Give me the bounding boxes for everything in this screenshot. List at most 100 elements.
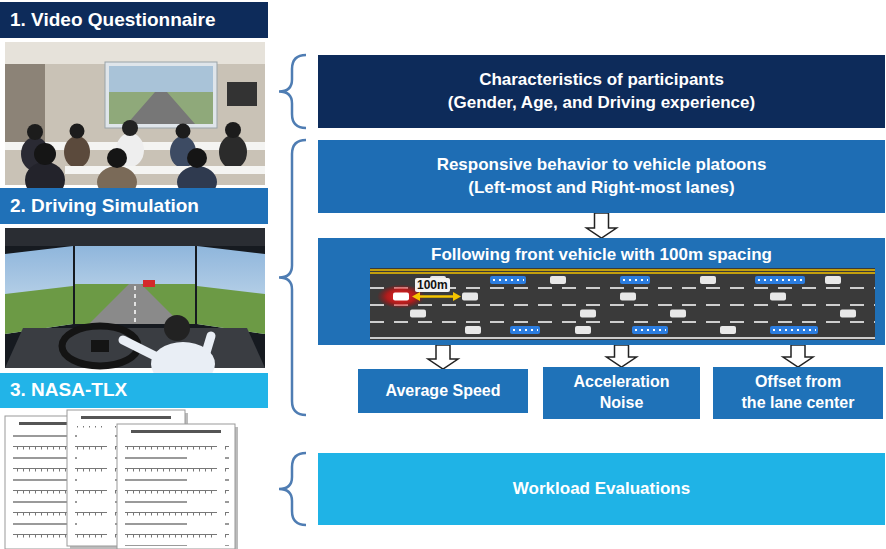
classroom-photo bbox=[187, 148, 207, 168]
questionnaire-forms bbox=[5, 410, 238, 549]
road-illustration bbox=[370, 321, 875, 323]
road-illustration bbox=[580, 310, 596, 318]
box-label: Responsive behavior to vehicle platoons … bbox=[387, 154, 817, 198]
simulator-photo bbox=[197, 246, 265, 334]
road-illustration bbox=[632, 326, 668, 334]
distance-label: 100m bbox=[415, 278, 450, 292]
road-illustration bbox=[575, 326, 591, 334]
classroom-photo bbox=[105, 62, 217, 128]
classroom-photo bbox=[127, 92, 195, 124]
road-illustration bbox=[393, 293, 409, 301]
classroom-photo bbox=[64, 136, 90, 168]
road-illustration bbox=[418, 295, 456, 298]
road-illustration bbox=[700, 276, 716, 284]
simulator-photo bbox=[134, 286, 136, 322]
step-header: 3. NASA-TLX bbox=[0, 373, 268, 408]
classroom-photo bbox=[27, 124, 43, 140]
classroom-photo bbox=[65, 166, 265, 174]
road-illustration bbox=[840, 310, 856, 318]
box-label: Following front vehicle with 100m spacin… bbox=[431, 244, 772, 266]
curly-brace bbox=[279, 55, 306, 128]
box-label: Offset from the lane center bbox=[723, 372, 873, 414]
road-illustration bbox=[493, 280, 816, 330]
road-illustration bbox=[370, 288, 875, 322]
analysis-box: Characteristics of participants (Gender,… bbox=[318, 55, 885, 128]
road-illustration bbox=[370, 269, 875, 271]
road-illustration bbox=[620, 293, 636, 301]
block-arrow bbox=[587, 213, 617, 238]
road-illustration bbox=[720, 326, 736, 334]
box-label: Workload Evaluations bbox=[513, 478, 690, 500]
road-illustration bbox=[412, 292, 420, 301]
road-illustration bbox=[393, 276, 856, 334]
road-illustration bbox=[510, 326, 540, 334]
classroom-photo bbox=[5, 42, 265, 64]
analysis-box: Responsive behavior to vehicle platoons … bbox=[318, 140, 885, 213]
box-label: 2. Driving Simulation bbox=[10, 194, 199, 219]
block-arrow bbox=[428, 345, 458, 369]
curly-brace bbox=[279, 140, 306, 415]
box-label: Average Speed bbox=[385, 381, 500, 402]
block-arrow bbox=[783, 345, 813, 367]
simulator-photo bbox=[5, 228, 265, 368]
simulator-photo bbox=[123, 340, 155, 356]
road-illustration bbox=[493, 279, 524, 281]
block-arrow bbox=[607, 345, 637, 367]
road-illustration bbox=[370, 272, 875, 274]
box-label: 1. Video Questionnaire bbox=[10, 8, 216, 33]
simulator-photo bbox=[5, 228, 265, 386]
classroom-photo bbox=[109, 92, 213, 124]
road-illustration bbox=[620, 276, 650, 284]
classroom-photo bbox=[109, 66, 213, 92]
simulator-photo bbox=[205, 336, 211, 356]
curly-brace bbox=[279, 453, 306, 525]
road-illustration bbox=[465, 326, 481, 334]
curly-brace bbox=[279, 55, 306, 525]
questionnaire-forms bbox=[120, 427, 238, 549]
classroom-photo bbox=[219, 135, 247, 169]
simulator-photo bbox=[91, 340, 109, 352]
simulator-photo bbox=[143, 280, 155, 287]
road-illustration bbox=[825, 276, 841, 284]
classroom-photo bbox=[107, 148, 127, 168]
box-label: Acceleration Noise bbox=[557, 372, 687, 414]
road-illustration bbox=[513, 329, 538, 331]
simulator-photo bbox=[5, 246, 73, 334]
road-illustration bbox=[370, 337, 875, 339]
road-illustration bbox=[462, 293, 478, 301]
road-illustration bbox=[635, 329, 666, 331]
road-illustration bbox=[490, 276, 526, 284]
classroom-photo bbox=[5, 42, 265, 198]
questionnaire-forms bbox=[131, 430, 221, 433]
measure-box: Acceleration Noise bbox=[543, 367, 700, 419]
step-header: 2. Driving Simulation bbox=[0, 188, 268, 224]
simulator-photo bbox=[164, 315, 190, 341]
road-illustration bbox=[410, 310, 426, 318]
road-illustration bbox=[755, 276, 805, 284]
simulator-photo bbox=[89, 284, 181, 324]
classroom-photo bbox=[122, 120, 138, 136]
questionnaire-forms bbox=[81, 416, 171, 419]
simulator-photo bbox=[197, 286, 265, 334]
analysis-box: Workload Evaluations bbox=[318, 453, 885, 525]
road-illustration bbox=[623, 279, 648, 281]
box-label: 3. NASA-TLX bbox=[10, 378, 127, 403]
road-illustration bbox=[453, 292, 461, 301]
road-illustration bbox=[758, 279, 803, 281]
measure-box: Offset from the lane center bbox=[713, 367, 883, 419]
road-illustration bbox=[490, 276, 818, 334]
questionnaire-forms bbox=[117, 424, 235, 549]
road-illustration bbox=[670, 310, 686, 318]
road-illustration bbox=[770, 326, 818, 334]
classroom-photo bbox=[5, 42, 265, 185]
box-label: Characteristics of participants (Gender,… bbox=[387, 69, 817, 113]
questionnaire-forms bbox=[125, 440, 229, 546]
classroom-photo bbox=[227, 82, 257, 106]
classroom-photo bbox=[70, 124, 85, 139]
road-illustration bbox=[550, 276, 566, 284]
road-illustration bbox=[370, 304, 875, 306]
step-header: 1. Video Questionnaire bbox=[0, 2, 268, 38]
simulator-photo bbox=[5, 228, 265, 246]
simulator-photo bbox=[5, 286, 73, 334]
classroom-photo bbox=[5, 64, 45, 144]
